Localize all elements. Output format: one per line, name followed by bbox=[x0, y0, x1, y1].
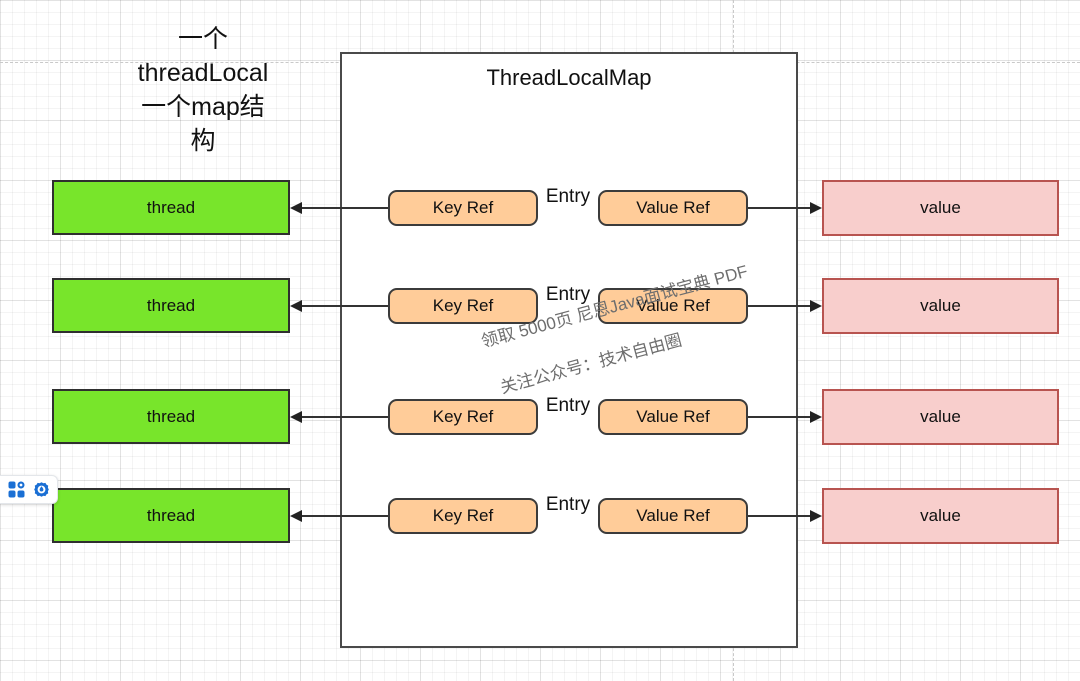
keyref-to-thread-line bbox=[299, 515, 388, 517]
arrow-left-icon bbox=[290, 411, 302, 423]
valueref-to-value-line bbox=[748, 207, 812, 209]
value-node: value bbox=[822, 488, 1059, 544]
entry-label: Entry bbox=[545, 284, 591, 305]
threadlocalmap-title: ThreadLocalMap bbox=[486, 65, 652, 90]
entry-row: thread Key Ref Entry Value Ref value bbox=[0, 389, 1080, 445]
entry-label: Entry bbox=[545, 494, 591, 515]
value-node: value bbox=[822, 389, 1059, 445]
value-node: value bbox=[822, 180, 1059, 236]
value-ref-label: Value Ref bbox=[636, 296, 710, 315]
value-ref-node: Value Ref bbox=[598, 498, 748, 534]
thread-label: thread bbox=[146, 505, 196, 525]
arrow-right-icon bbox=[810, 300, 822, 312]
thread-node: thread bbox=[52, 278, 290, 333]
key-ref-node: Key Ref bbox=[388, 399, 538, 435]
entry-label: Entry bbox=[545, 186, 591, 207]
gear-icon[interactable] bbox=[32, 481, 50, 499]
entry-row: thread Key Ref Entry Value Ref value bbox=[0, 278, 1080, 334]
thread-node: thread bbox=[52, 488, 290, 543]
key-ref-label: Key Ref bbox=[432, 506, 494, 525]
threadlocalmap-container: ThreadLocalMap bbox=[340, 52, 798, 648]
thread-node: thread bbox=[52, 389, 290, 444]
value-ref-node: Value Ref bbox=[598, 399, 748, 435]
key-ref-node: Key Ref bbox=[388, 288, 538, 324]
value-ref-node: Value Ref bbox=[598, 190, 748, 226]
entry-row: thread Key Ref Entry Value Ref value bbox=[0, 180, 1080, 236]
diagram-annotation-text: 一个 threadLocal 一个map结 构 bbox=[137, 25, 269, 155]
arrow-right-icon bbox=[810, 510, 822, 522]
arrow-left-icon bbox=[290, 202, 302, 214]
value-label: value bbox=[920, 506, 961, 525]
thread-label: thread bbox=[146, 406, 196, 426]
value-label: value bbox=[920, 296, 961, 315]
key-ref-node: Key Ref bbox=[388, 498, 538, 534]
thread-label: thread bbox=[146, 197, 196, 217]
entry-row: thread Key Ref Entry Value Ref value bbox=[0, 488, 1080, 544]
apps-icon[interactable] bbox=[7, 481, 25, 499]
value-ref-label: Value Ref bbox=[636, 198, 710, 217]
keyref-to-thread-line bbox=[299, 416, 388, 418]
key-ref-label: Key Ref bbox=[432, 407, 494, 426]
thread-label: thread bbox=[146, 295, 196, 315]
valueref-to-value-line bbox=[748, 515, 812, 517]
key-ref-node: Key Ref bbox=[388, 190, 538, 226]
key-ref-label: Key Ref bbox=[432, 296, 494, 315]
valueref-to-value-line bbox=[748, 416, 812, 418]
thread-node: thread bbox=[52, 180, 290, 235]
value-ref-label: Value Ref bbox=[636, 506, 710, 525]
entry-label: Entry bbox=[545, 395, 591, 416]
arrow-right-icon bbox=[810, 202, 822, 214]
floating-toolbar bbox=[0, 475, 58, 504]
arrow-right-icon bbox=[810, 411, 822, 423]
value-ref-label: Value Ref bbox=[636, 407, 710, 426]
value-node: value bbox=[822, 278, 1059, 334]
key-ref-label: Key Ref bbox=[432, 198, 494, 217]
value-ref-node: Value Ref bbox=[598, 288, 748, 324]
value-label: value bbox=[920, 198, 961, 217]
valueref-to-value-line bbox=[748, 305, 812, 307]
arrow-left-icon bbox=[290, 510, 302, 522]
keyref-to-thread-line bbox=[299, 305, 388, 307]
keyref-to-thread-line bbox=[299, 207, 388, 209]
value-label: value bbox=[920, 407, 961, 426]
arrow-left-icon bbox=[290, 300, 302, 312]
